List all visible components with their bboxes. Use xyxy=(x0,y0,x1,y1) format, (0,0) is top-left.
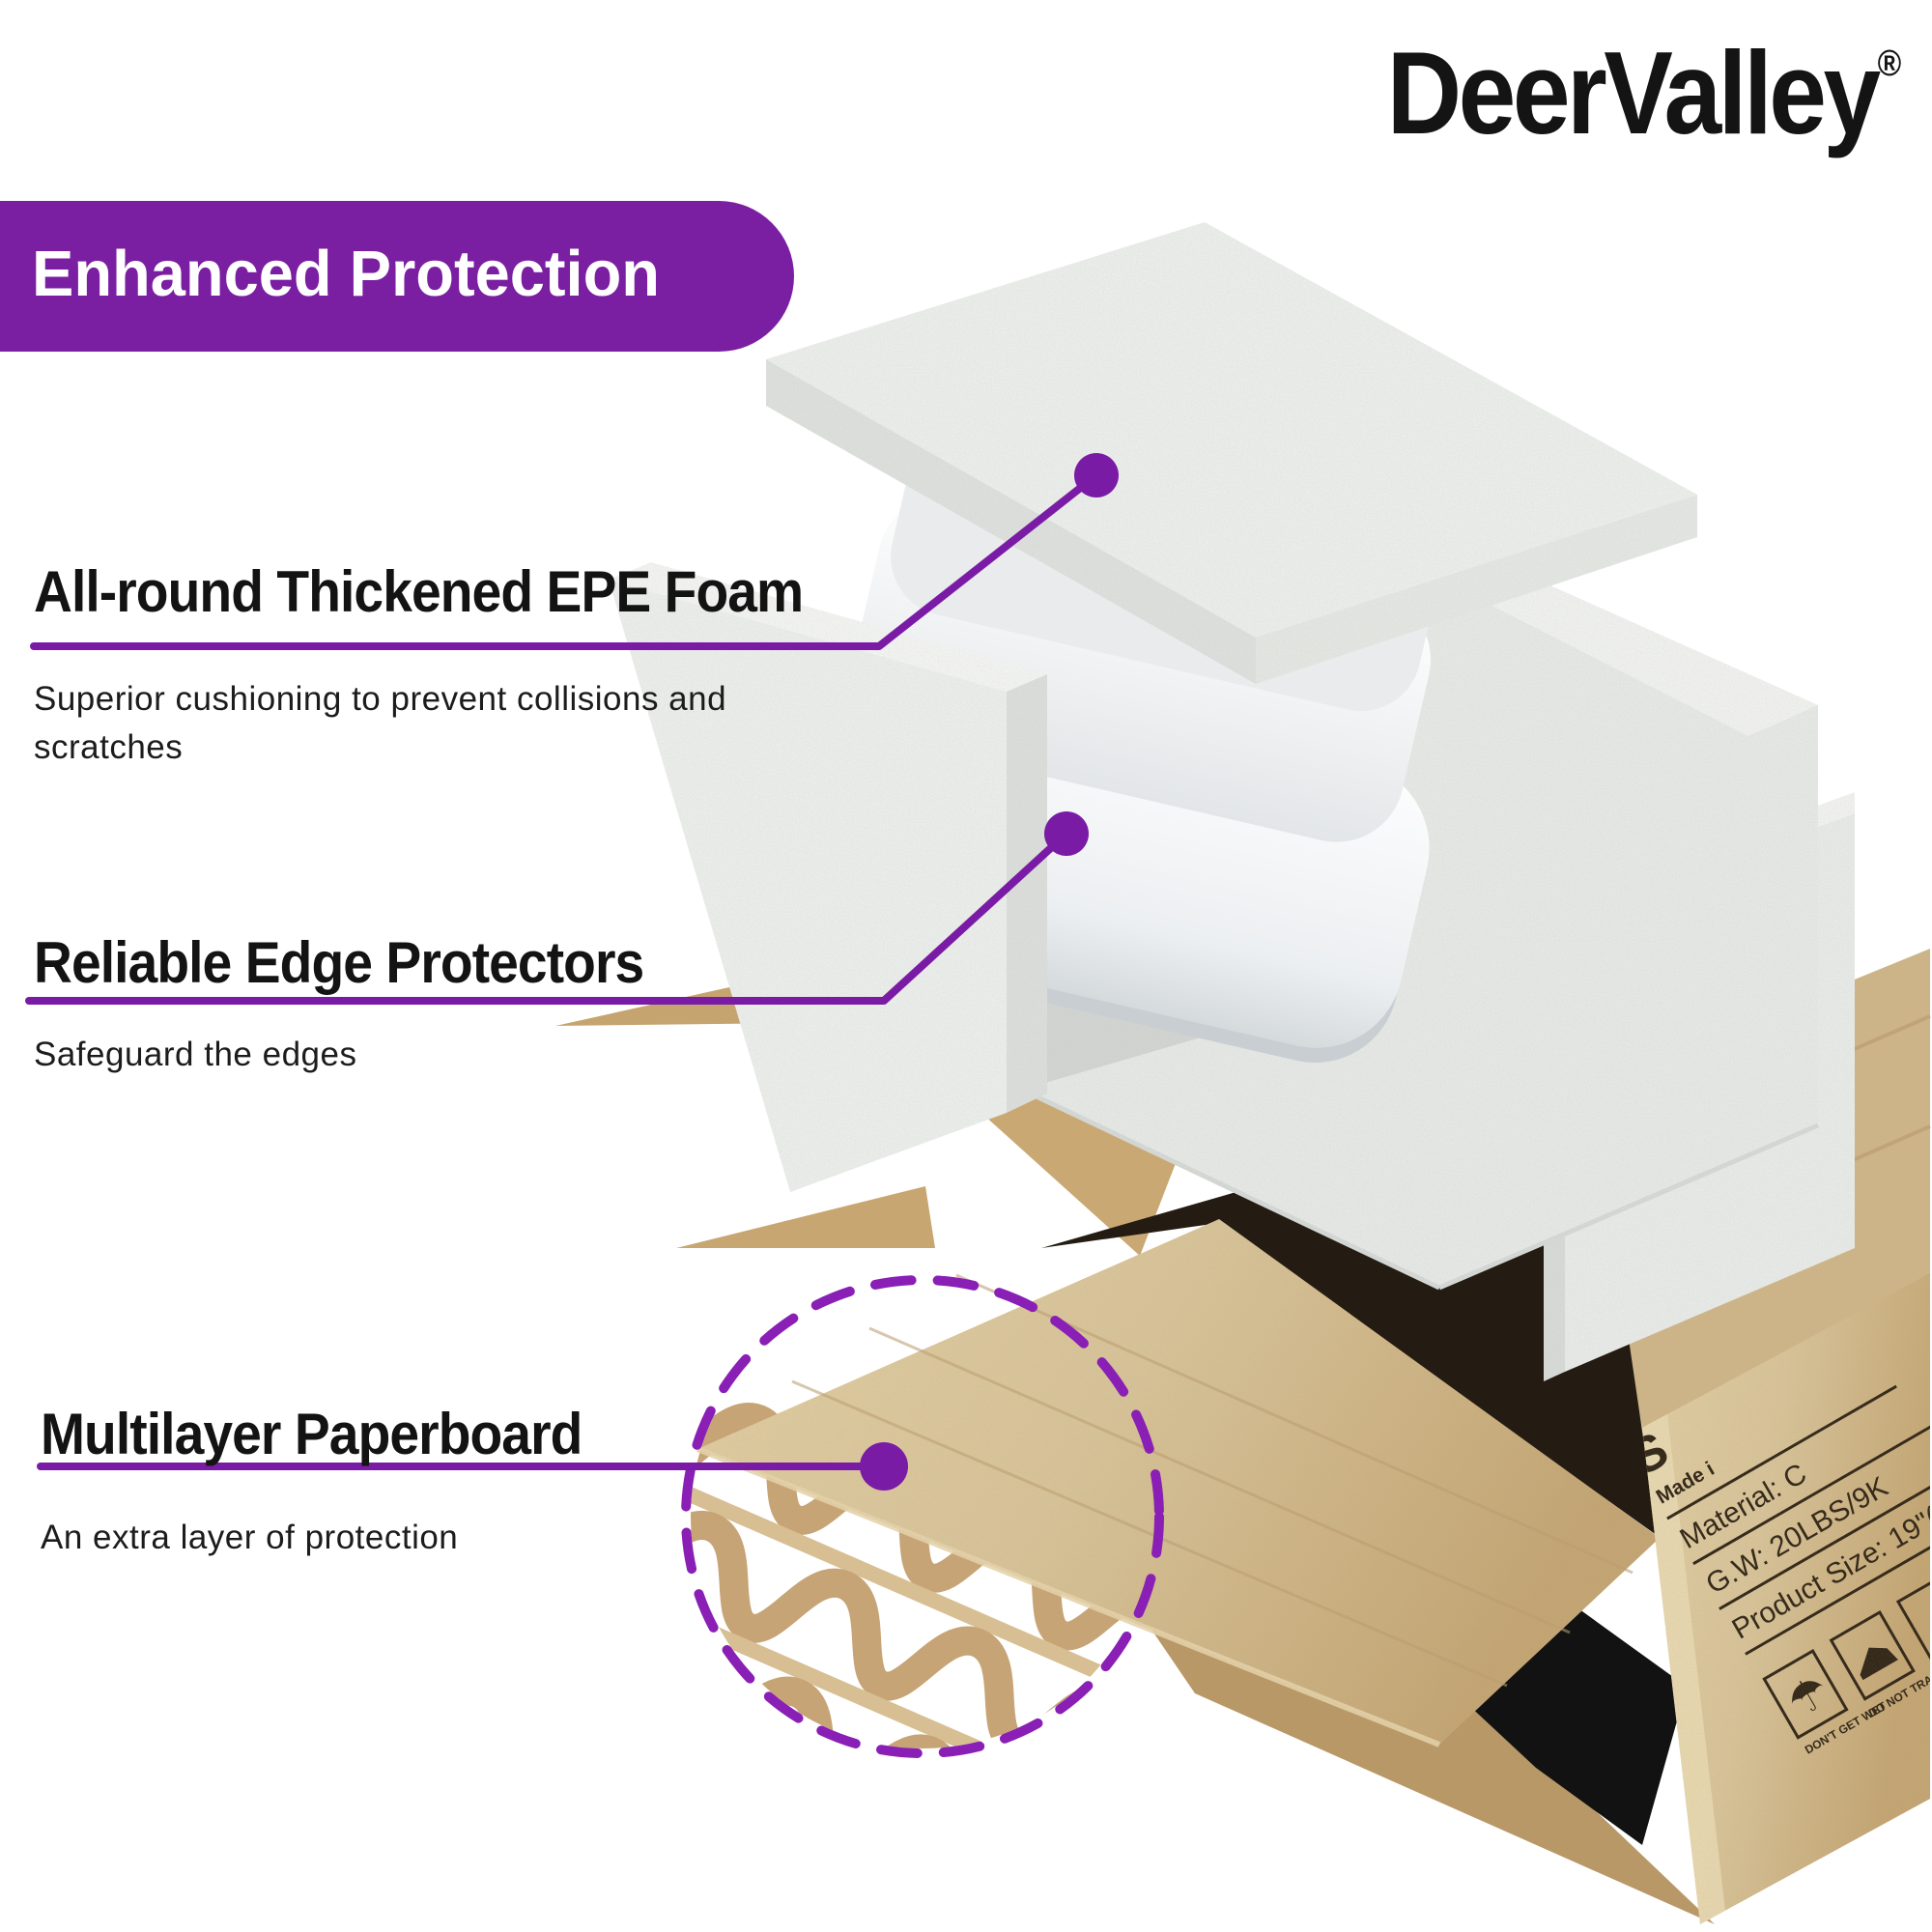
brand-logo-text: DeerValley xyxy=(1386,27,1881,158)
feature-epe-foam-title: All-round Thickened EPE Foam xyxy=(34,559,804,624)
feature-edge-protectors: Reliable Edge Protectors Safeguard the e… xyxy=(34,929,768,1079)
title-banner: Enhanced Protection xyxy=(0,201,794,352)
magnifier-circle-border xyxy=(681,1275,1164,1758)
feature-edge-protectors-description: Safeguard the edges xyxy=(34,1036,357,1073)
title-banner-label: Enhanced Protection xyxy=(31,238,660,310)
feature-epe-foam: All-round Thickened EPE Foam Superior cu… xyxy=(34,558,869,772)
feature-paperboard: Multilayer Paperboard An extra layer of … xyxy=(41,1401,775,1562)
feature-paperboard-title: Multilayer Paperboard xyxy=(41,1402,582,1466)
callout-dot-paperboard xyxy=(860,1442,908,1491)
feature-epe-foam-description: Superior cushioning to prevent collision… xyxy=(34,680,727,766)
leader-line-edge-protectors xyxy=(25,830,1070,1005)
feature-paperboard-description: An extra layer of protection xyxy=(41,1519,459,1556)
leader-line-epe-foam xyxy=(30,471,1100,650)
box-left-flap-lower xyxy=(676,1186,935,1248)
callout-dot-epe-foam xyxy=(1074,453,1119,497)
callout-dot-edge-protectors xyxy=(1044,811,1089,856)
registered-mark: ® xyxy=(1877,43,1901,84)
brand-logo: DeerValley® xyxy=(1386,25,1901,160)
feature-edge-protectors-title: Reliable Edge Protectors xyxy=(34,930,644,995)
